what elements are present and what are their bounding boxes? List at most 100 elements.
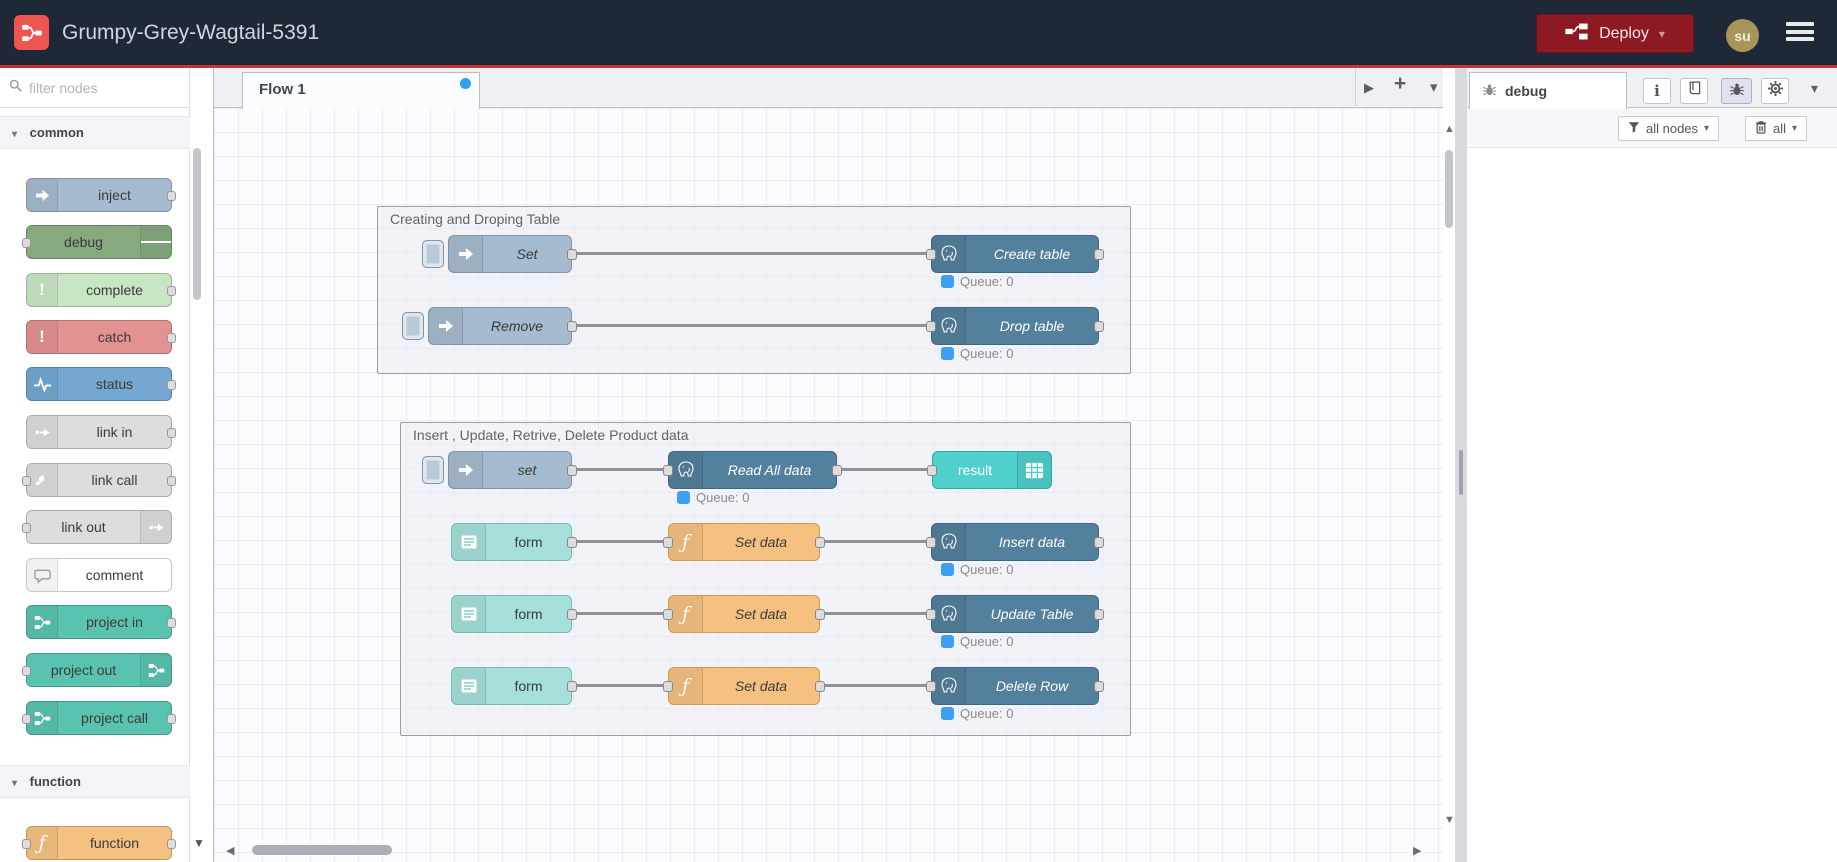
node-postgres-delete-row[interactable]: Delete Row bbox=[926, 667, 1104, 705]
inject-icon bbox=[429, 308, 463, 344]
palette-filter-input[interactable] bbox=[29, 79, 169, 96]
node-function-set-data[interactable]: ƒ Set data bbox=[663, 595, 825, 633]
input-port[interactable] bbox=[663, 609, 673, 620]
scroll-down-icon[interactable]: ▼ bbox=[1444, 814, 1455, 826]
node-form[interactable]: form bbox=[451, 667, 577, 705]
palette-node-project-call[interactable]: project call bbox=[22, 701, 176, 735]
node-result-table[interactable]: result bbox=[927, 451, 1052, 489]
palette-scrollbar-thumb[interactable] bbox=[193, 148, 201, 300]
input-port[interactable] bbox=[926, 681, 936, 692]
palette-node-link-in[interactable]: link in bbox=[26, 415, 176, 449]
node-inject-remove[interactable]: Remove bbox=[428, 307, 577, 345]
info-tab-button[interactable]: i bbox=[1643, 78, 1671, 104]
node-postgres-insert-data[interactable]: Insert data bbox=[926, 523, 1104, 561]
input-port[interactable] bbox=[663, 681, 673, 692]
output-port[interactable] bbox=[567, 249, 577, 260]
palette-category-common[interactable]: ▾ common bbox=[0, 116, 190, 149]
sidebar-tab-debug[interactable]: debug bbox=[1469, 72, 1627, 109]
input-port[interactable] bbox=[926, 321, 936, 332]
postgresql-icon bbox=[932, 596, 966, 632]
input-port[interactable] bbox=[926, 249, 936, 260]
output-port[interactable] bbox=[567, 537, 577, 548]
add-flow-button[interactable]: + bbox=[1394, 72, 1407, 95]
output-port[interactable] bbox=[567, 681, 577, 692]
divider-drag-handle[interactable] bbox=[1459, 450, 1463, 495]
tab-list-button[interactable]: ▾ bbox=[1430, 79, 1438, 96]
palette-filter[interactable] bbox=[0, 68, 190, 108]
inject-button[interactable] bbox=[422, 456, 444, 484]
palette-category-function[interactable]: ▾ function bbox=[0, 765, 190, 798]
status-pulse-icon bbox=[27, 368, 58, 400]
palette-node-link-out[interactable]: link out bbox=[22, 510, 172, 544]
debug-clear-button[interactable]: all ▾ bbox=[1745, 116, 1808, 141]
postgresql-icon bbox=[932, 524, 966, 560]
output-port[interactable] bbox=[1094, 249, 1104, 260]
debug-filter-button[interactable]: all nodes ▾ bbox=[1618, 116, 1720, 141]
palette-scroll-down-icon[interactable]: ▼ bbox=[193, 836, 205, 850]
help-tab-button[interactable] bbox=[1680, 78, 1708, 104]
sidebar-menu-caret-icon[interactable]: ▾ bbox=[1811, 80, 1819, 96]
node-function-set-data[interactable]: ƒ Set data bbox=[663, 667, 825, 705]
palette-node-debug[interactable]: debug bbox=[22, 225, 172, 259]
output-port[interactable] bbox=[1094, 609, 1104, 620]
palette-node-link-call[interactable]: link call bbox=[22, 463, 176, 497]
palette-node-status[interactable]: status bbox=[26, 367, 176, 401]
palette-node-project-in[interactable]: project in bbox=[26, 605, 176, 639]
group-creating-dropping-table[interactable]: Creating and Droping Table bbox=[377, 206, 1131, 374]
main-menu-button[interactable] bbox=[1786, 22, 1814, 45]
horizontal-scrollbar-thumb[interactable] bbox=[252, 845, 392, 855]
node-inject-set2[interactable]: set bbox=[448, 451, 577, 489]
output-port[interactable] bbox=[815, 609, 825, 620]
node-postgres-create-table[interactable]: Create table bbox=[926, 235, 1104, 273]
palette-node-project-out[interactable]: project out bbox=[22, 653, 172, 687]
output-port[interactable] bbox=[1094, 681, 1104, 692]
output-port[interactable] bbox=[567, 321, 577, 332]
deploy-button[interactable]: Deploy ▾ bbox=[1536, 14, 1694, 53]
canvas-horizontal-scrollbar[interactable]: ◀ ▶ bbox=[214, 840, 1443, 860]
palette-node-inject[interactable]: inject bbox=[26, 178, 176, 212]
scroll-right-icon[interactable]: ▶ bbox=[1413, 845, 1422, 857]
deploy-caret-icon[interactable]: ▾ bbox=[1658, 26, 1665, 41]
node-function-set-data[interactable]: ƒ Set data bbox=[663, 523, 825, 561]
node-form[interactable]: form bbox=[451, 523, 577, 561]
output-port[interactable] bbox=[815, 537, 825, 548]
inject-button[interactable] bbox=[402, 312, 424, 340]
next-tab-button[interactable]: ▶ bbox=[1364, 80, 1374, 95]
scroll-left-icon[interactable]: ◀ bbox=[226, 845, 235, 857]
inject-button[interactable] bbox=[422, 240, 444, 268]
output-port[interactable] bbox=[567, 465, 577, 476]
tab-toolbar-separator bbox=[1355, 68, 1356, 108]
debug-message-list[interactable] bbox=[1467, 148, 1837, 862]
node-postgres-read-all-data[interactable]: Read All data bbox=[663, 451, 842, 489]
input-port[interactable] bbox=[663, 465, 673, 476]
scroll-up-icon[interactable]: ▲ bbox=[1444, 123, 1455, 135]
bug-icon bbox=[1729, 81, 1745, 102]
tab-flow1[interactable]: Flow 1 bbox=[242, 72, 480, 109]
flow-canvas[interactable]: Creating and Droping Table Insert , Upda… bbox=[214, 108, 1443, 862]
input-port[interactable] bbox=[926, 609, 936, 620]
output-port[interactable] bbox=[567, 609, 577, 620]
sidebar-divider[interactable] bbox=[1455, 68, 1467, 862]
debug-tab-button[interactable] bbox=[1721, 78, 1752, 104]
node-form[interactable]: form bbox=[451, 595, 577, 633]
palette-node-complete[interactable]: ! complete bbox=[26, 273, 176, 307]
wire bbox=[841, 468, 934, 471]
input-port[interactable] bbox=[663, 537, 673, 548]
config-tab-button[interactable] bbox=[1761, 78, 1789, 104]
node-postgres-update-table[interactable]: Update Table bbox=[926, 595, 1104, 633]
output-port[interactable] bbox=[1094, 537, 1104, 548]
node-inject-set[interactable]: Set bbox=[448, 235, 577, 273]
input-port[interactable] bbox=[926, 537, 936, 548]
node-postgres-drop-table[interactable]: Drop table bbox=[926, 307, 1104, 345]
output-port[interactable] bbox=[815, 681, 825, 692]
palette-node-comment[interactable]: comment bbox=[26, 558, 172, 592]
user-avatar[interactable]: su bbox=[1726, 19, 1759, 52]
input-port[interactable] bbox=[927, 465, 937, 476]
palette-node-catch[interactable]: ! catch bbox=[26, 320, 176, 354]
output-port[interactable] bbox=[1094, 321, 1104, 332]
palette-node-function[interactable]: ƒ function bbox=[22, 826, 176, 860]
table-icon[interactable] bbox=[1017, 452, 1051, 488]
vertical-scrollbar-thumb[interactable] bbox=[1445, 150, 1453, 228]
canvas-vertical-scrollbar[interactable]: ▲ ▼ bbox=[1443, 108, 1455, 862]
output-port[interactable] bbox=[832, 465, 842, 476]
